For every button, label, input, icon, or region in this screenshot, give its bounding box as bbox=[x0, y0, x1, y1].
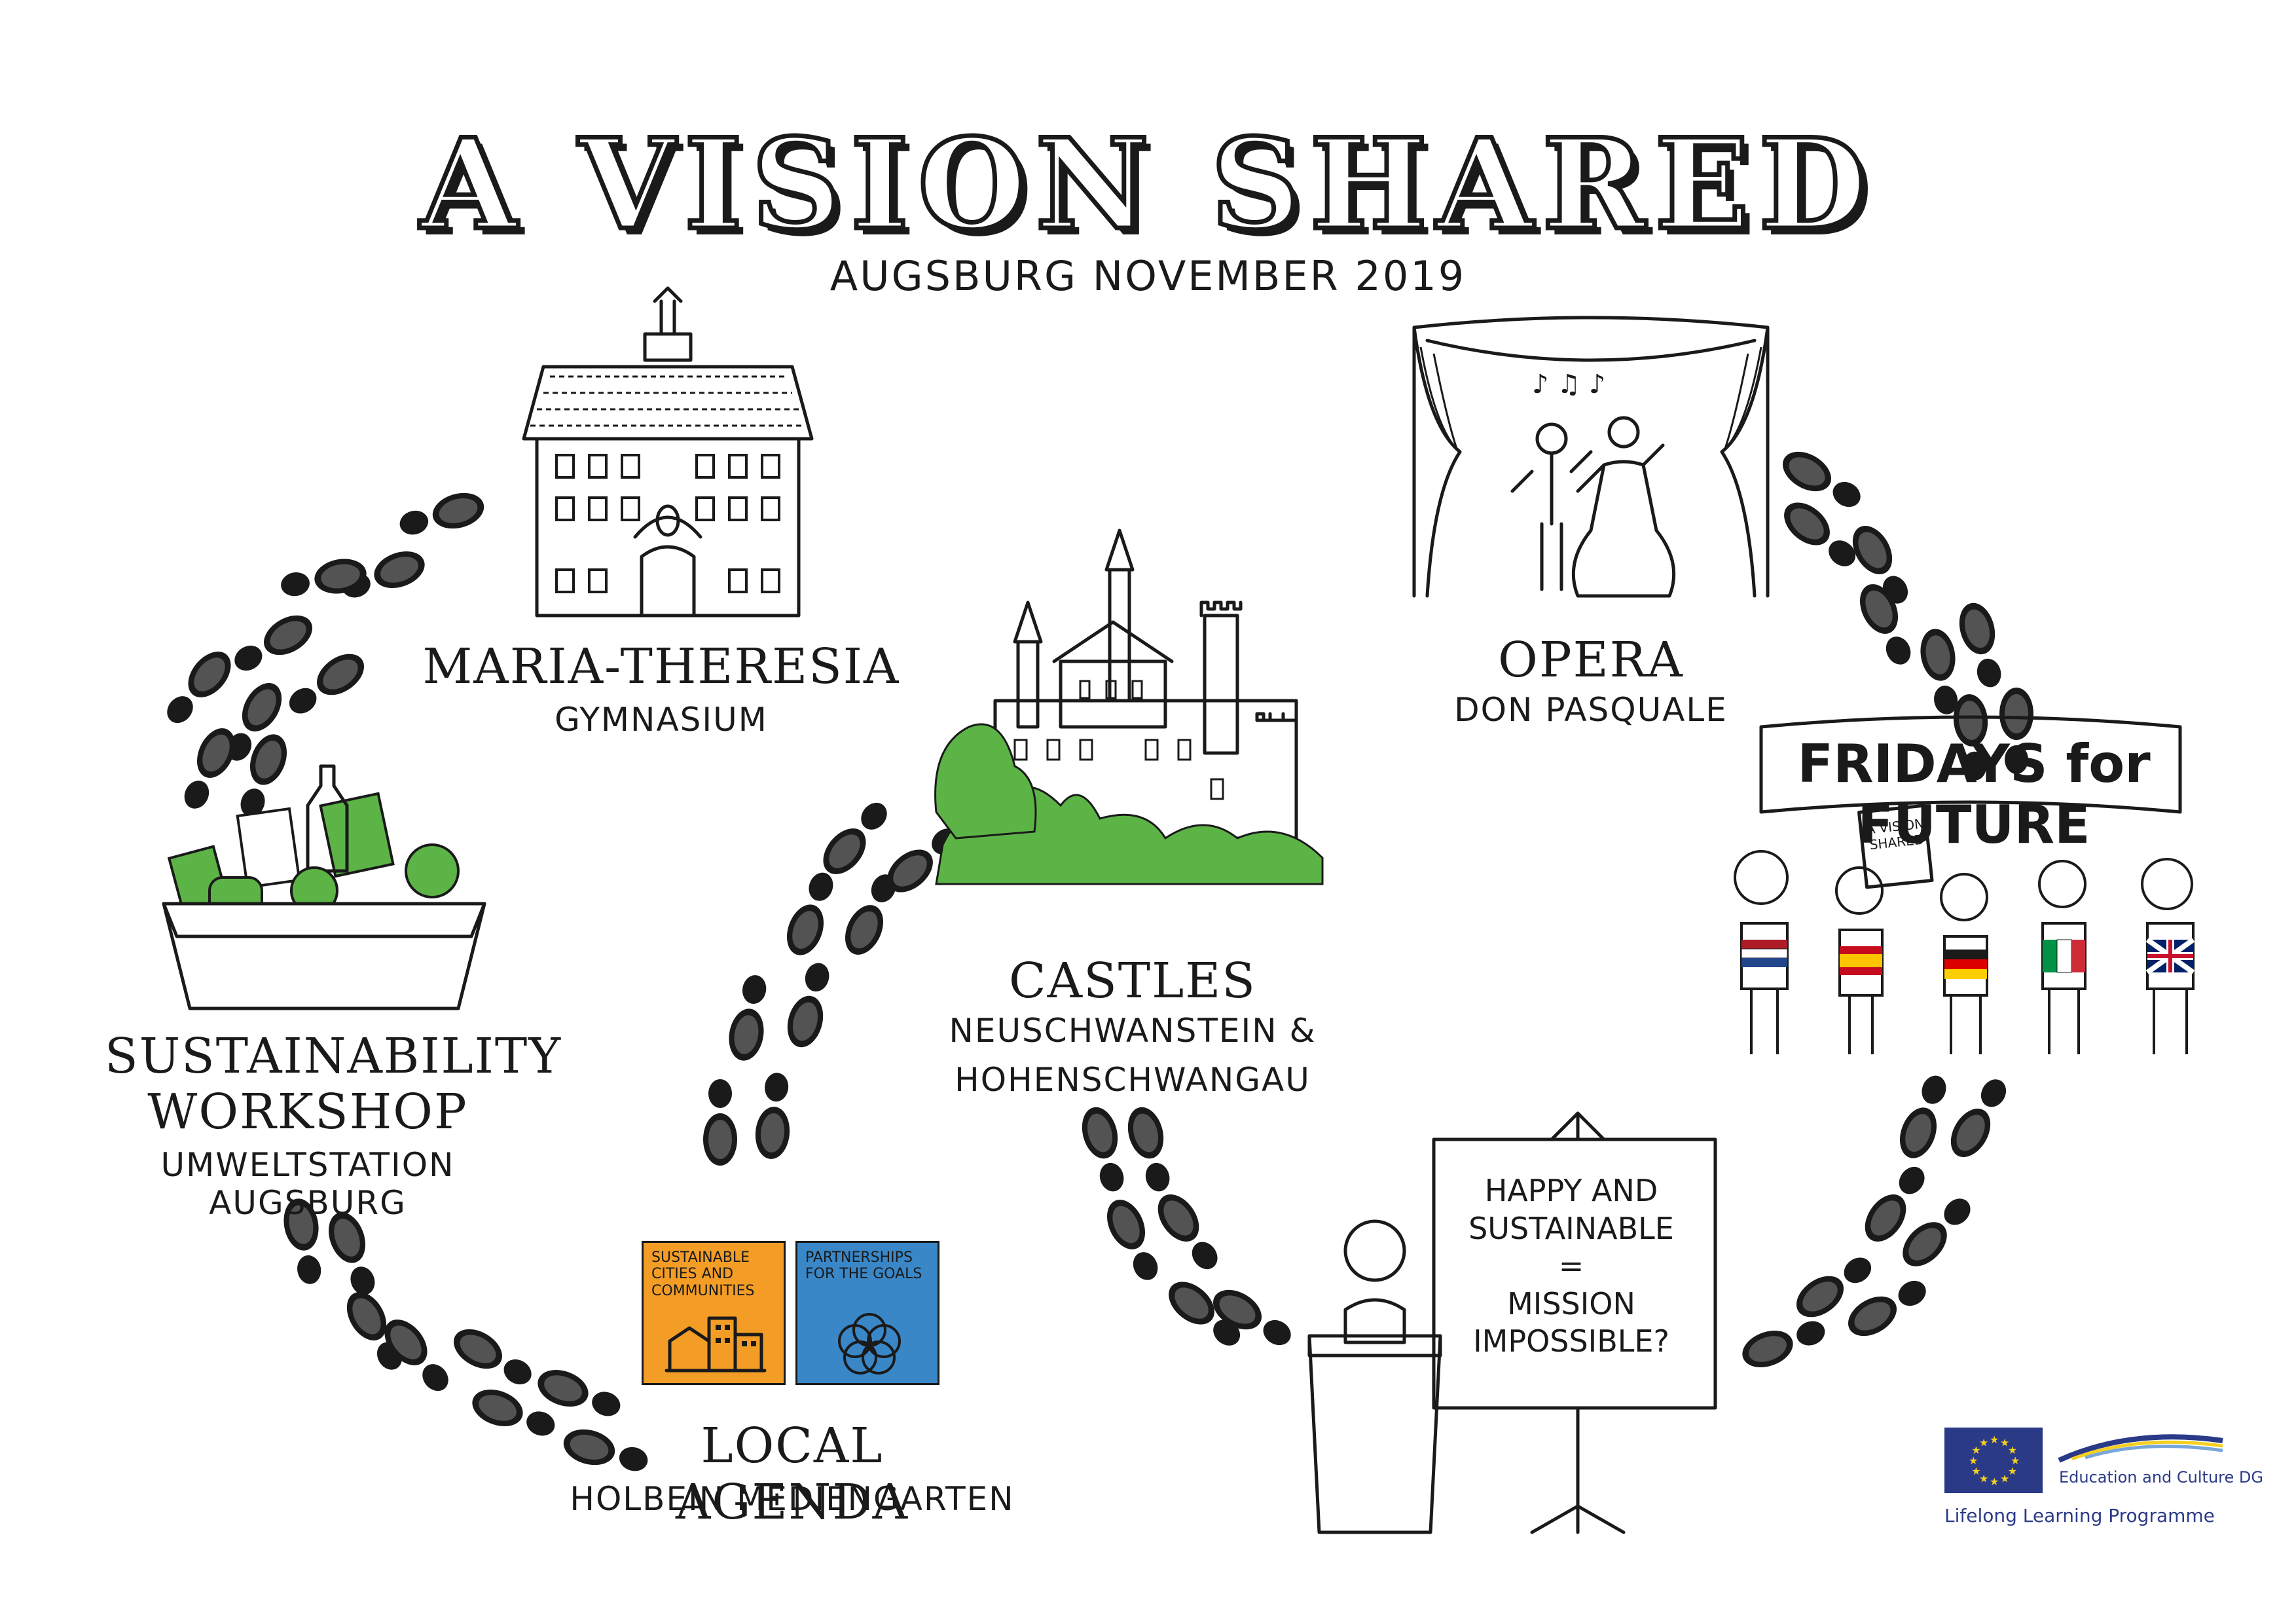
gymnasium-building-illustration bbox=[522, 286, 814, 618]
board-line-3: = bbox=[1558, 1248, 1584, 1283]
board-text: HAPPY AND SUSTAINABLE = MISSION IMPOSSIB… bbox=[1440, 1172, 1702, 1361]
protest-sign-text: A VISION SHARED bbox=[1865, 815, 1925, 853]
gymnasium-subtitle: GYMNASIUM bbox=[555, 701, 768, 739]
castles-subtitle-line2: HOHENSCHWANGAU bbox=[955, 1061, 1311, 1099]
page-subtitle: AUGSBURG NOVEMBER 2019 bbox=[829, 252, 1467, 300]
svg-text:♪ ♫ ♪: ♪ ♫ ♪ bbox=[1532, 369, 1605, 399]
eu-star-icon: ★ bbox=[1971, 1444, 1980, 1456]
city-buildings-icon bbox=[665, 1316, 767, 1373]
page-title: A VISION SHARED bbox=[418, 109, 1876, 260]
eu-star-icon: ★ bbox=[2000, 1436, 2009, 1449]
eu-flag-field bbox=[1944, 1428, 2043, 1493]
eu-flag-logo: ★★★★★★★★★★★★ bbox=[1944, 1428, 2043, 1493]
eu-star-icon: ★ bbox=[1979, 1436, 1988, 1449]
lifelong-learning-text: Lifelong Learning Programme bbox=[1944, 1505, 2215, 1526]
opera-stage-illustration: ♪ ♫ ♪ bbox=[1412, 316, 1770, 598]
sustainability-title-line1: SUSTAINABILITY bbox=[105, 1028, 562, 1084]
castle-illustration bbox=[934, 528, 1324, 885]
eu-star-icon: ★ bbox=[2008, 1444, 2017, 1456]
opera-subtitle: DON PASQUALE bbox=[1454, 691, 1728, 729]
eu-star-icon: ★ bbox=[1979, 1473, 1988, 1485]
eu-star-icon: ★ bbox=[1969, 1454, 1978, 1467]
board-line-2: SUSTAINABLE bbox=[1468, 1210, 1674, 1246]
sdg-goal-11-card: SUSTAINABLE CITIES AND COMMUNITIES bbox=[642, 1241, 786, 1385]
eu-star-icon: ★ bbox=[2008, 1465, 2017, 1477]
local-agenda-subtitle: HOLBEIN MEDIENGARTEN bbox=[570, 1480, 1015, 1518]
footprint-group-center bbox=[703, 794, 968, 1166]
sdg-goal-17-card: PARTNERSHIPS FOR THE GOALS bbox=[795, 1241, 939, 1385]
opera-title: OPERA bbox=[1498, 632, 1684, 688]
sustainability-title-line2: WORKSHOP bbox=[147, 1084, 468, 1140]
fridays-for-future-illustration bbox=[1734, 715, 2195, 1054]
castles-subtitle-line1: NEUSCHWANSTEIN & bbox=[949, 1012, 1317, 1050]
sdg-goal-17-label: PARTNERSHIPS FOR THE GOALS bbox=[805, 1249, 922, 1283]
eu-star-icon: ★ bbox=[2011, 1454, 2020, 1467]
fridays-banner-text: FRIDAYS for FUTURE bbox=[1797, 733, 2151, 855]
gymnasium-title: MARIA-THERESIA bbox=[422, 638, 900, 695]
presenter-lectern-illustration bbox=[1307, 1111, 1717, 1534]
sdg-goal-11-label: SUSTAINABLE CITIES AND COMMUNITIES bbox=[651, 1249, 755, 1299]
partnership-rings-icon bbox=[838, 1313, 901, 1375]
board-line-4: MISSION bbox=[1507, 1285, 1635, 1321]
sustainability-basket-illustration bbox=[162, 764, 486, 1010]
eu-star-icon: ★ bbox=[1990, 1475, 1999, 1488]
education-culture-dg-text: Education and Culture DG bbox=[2059, 1468, 2263, 1486]
sustainability-subtitle: UMWELTSTATION AUGSBURG bbox=[160, 1146, 455, 1222]
eu-star-icon: ★ bbox=[1990, 1433, 1999, 1446]
board-line-1: HAPPY AND bbox=[1484, 1173, 1658, 1208]
education-culture-dg-logo: Education and Culture DG bbox=[2052, 1428, 2263, 1493]
footprint-group-bottom-center bbox=[1076, 1103, 1298, 1356]
local-agenda-title: LOCAL AGENDA bbox=[675, 1418, 909, 1530]
eu-star-icon: ★ bbox=[1971, 1465, 1980, 1477]
sdg-goal-17-background bbox=[797, 1243, 938, 1383]
board-line-5: IMPOSSIBLE? bbox=[1473, 1323, 1669, 1359]
castles-title: CASTLES bbox=[1009, 953, 1256, 1009]
footprint-group-bottom-right bbox=[1737, 1070, 2016, 1375]
eu-star-icon: ★ bbox=[2000, 1473, 2009, 1485]
